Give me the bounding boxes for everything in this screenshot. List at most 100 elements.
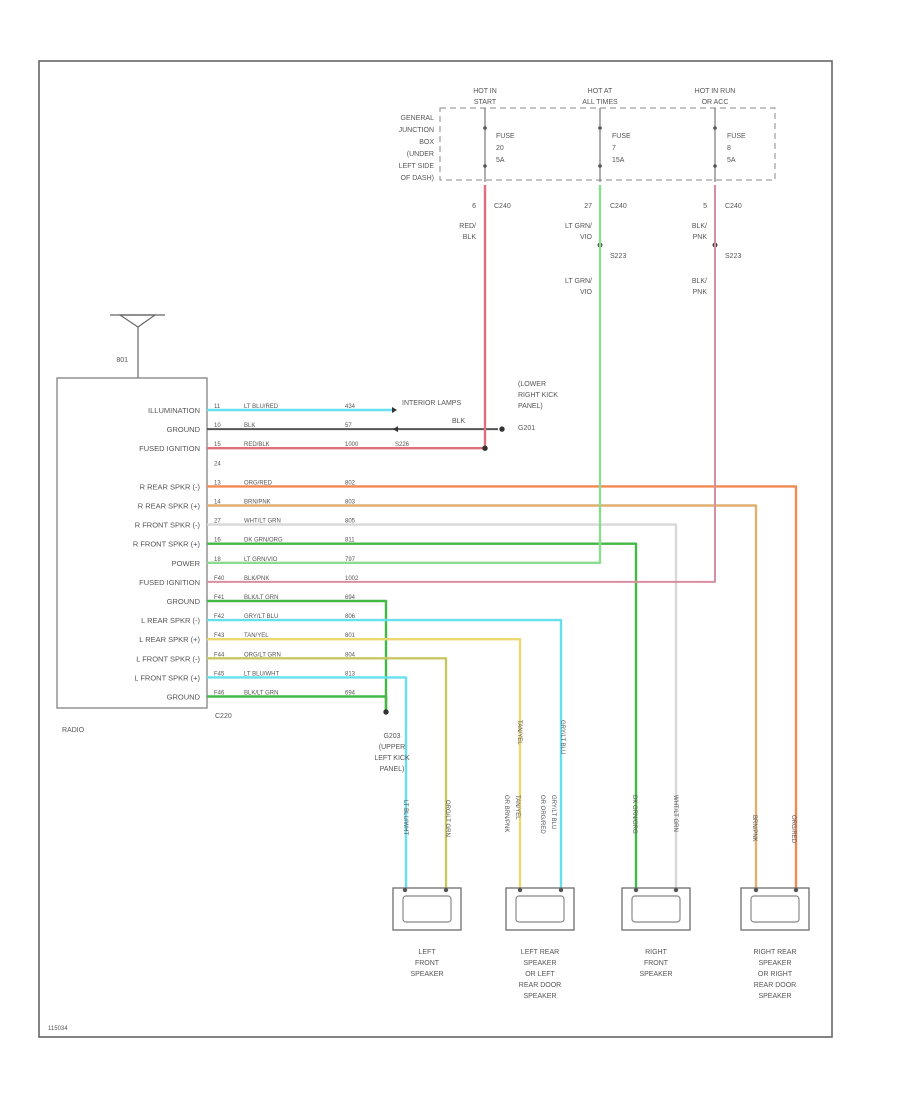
figure-id: 115034 (48, 1026, 68, 1032)
fuse-when: ALL TIMES (582, 99, 618, 106)
arrow-ground (393, 426, 398, 433)
speaker-terminal (517, 887, 523, 893)
circuit-number: 802 (345, 480, 356, 486)
fuse-when: OR ACC (702, 99, 729, 106)
pin-number: F41 (214, 595, 225, 601)
g201-line: PANEL) (518, 403, 543, 410)
wire-ground-f46 (207, 695, 388, 710)
speaker-label: REAR DOOR (519, 982, 561, 989)
interior-lamps-label: INTERIOR LAMPS (402, 400, 461, 407)
speaker-wire-label: OR BRN/PNK (503, 795, 509, 832)
circuit-number: 811 (345, 538, 355, 544)
wire-l-rear-neg (207, 618, 563, 890)
wire-color-label: BRN/PNK (244, 500, 271, 506)
antenna-circuit: 801 (116, 357, 128, 364)
splice-label: S223 (725, 253, 741, 260)
speaker-label: LEFT (418, 949, 436, 956)
splice-label: S223 (610, 253, 626, 260)
pin-function: GROUND (167, 425, 201, 434)
speaker-label: LEFT REAR (521, 949, 559, 956)
wire-color-label: BLK (244, 423, 255, 429)
fuse-hot: HOT AT (588, 88, 613, 95)
jb-line: GENERAL (401, 115, 435, 122)
jb-line: (UNDER (407, 151, 434, 158)
pin-function: ILLUMINATION (148, 406, 200, 415)
speaker-wire-label: ORG/LT GRN (444, 800, 450, 837)
speaker-terminal (558, 887, 564, 893)
wire-r-rear-neg (207, 485, 798, 890)
radio-label: RADIO (62, 727, 85, 734)
g203-line: PANEL) (380, 766, 405, 773)
g203-line: (UPPER (379, 744, 405, 751)
wire-r-rear-pos (207, 504, 758, 890)
speaker-label: SPEAKER (410, 971, 443, 978)
wire-color-label: DK GRN/ORG (244, 538, 283, 544)
fuse-pin: 27 (584, 203, 592, 210)
radio-connector: C220 (215, 713, 232, 720)
speaker-cone (515, 895, 565, 923)
speaker-label: OR LEFT (525, 971, 555, 978)
circuit-number: 434 (345, 404, 356, 410)
speaker-body (505, 887, 575, 931)
door-wire-label: GRY/LT BLU (559, 720, 565, 754)
speaker-terminal (753, 887, 759, 893)
wire-r-front-pos (207, 542, 638, 890)
g201-wire: BLK (452, 418, 466, 425)
circuit-number: 805 (345, 519, 356, 525)
pin-number: 14 (214, 500, 221, 506)
left-front-speaker: LT BLU/WHT ORG/LT GRN LEFT FRONT SPEAKER (402, 800, 450, 978)
s226-dot (482, 445, 488, 451)
circuit-number: 797 (345, 557, 356, 563)
speaker-label: REAR DOOR (754, 982, 796, 989)
wire-power (207, 185, 602, 564)
fuse-7: HOT AT ALL TIMES FUSE 7 15A 27 C240 LT G… (565, 88, 631, 296)
speaker-label: RIGHT (645, 949, 668, 956)
pin-function: POWER (172, 559, 201, 568)
speaker-wire-label: LT BLU/WHT (402, 800, 408, 835)
jb-line: BOX (419, 139, 434, 146)
wire-color-label: LT BLU/RED (244, 404, 279, 410)
wire-color: LT GRN/ (565, 278, 592, 285)
fuse-word: FUSE (727, 133, 746, 140)
pin-number: 13 (214, 480, 221, 486)
circuit-number: 801 (345, 633, 356, 639)
junction-box-label: GENERAL JUNCTION BOX (UNDER LEFT SIDE OF… (399, 115, 435, 182)
wire-color: PNK (693, 234, 708, 241)
circuit-number: 57 (345, 423, 352, 429)
speaker-label: SPEAKER (639, 971, 672, 978)
fuse-20: HOT IN START FUSE 20 5A 6 C240 RED/ BLK (459, 88, 515, 241)
wire-color: BLK/ (692, 223, 707, 230)
ground-g203: G203 (UPPER LEFT KICK PANEL) (374, 733, 410, 773)
junction-box-outline (439, 107, 776, 181)
right-rear-speaker: BRN/PNK ORG/RED RIGHT REAR SPEAKER OR RI… (751, 815, 797, 1000)
circuit-number: 694 (345, 691, 356, 697)
wire-color-label: GRY/LT BLU (244, 614, 278, 620)
speaker-label: OR RIGHT (758, 971, 793, 978)
pin-function: L REAR SPKR (+) (139, 635, 200, 644)
pin-function: R FRONT SPKR (-) (135, 521, 201, 530)
pin-function: L REAR SPKR (-) (141, 616, 200, 625)
circuit-number: 813 (345, 671, 356, 677)
wire-color: VIO (580, 289, 593, 296)
speaker-group: LT BLU/WHT ORG/LT GRN LEFT FRONT SPEAKER… (392, 795, 810, 1000)
fuse-amps: 5A (727, 157, 736, 164)
right-front-speaker: DK GRN/ORG WHT/LT GRN RIGHT FRONT SPEAKE… (631, 795, 678, 978)
wire-color-label: WHT/LT GRN (244, 519, 281, 525)
pin-function: GROUND (167, 693, 201, 702)
speaker-wire-label: DK GRN/ORG (631, 795, 637, 834)
g201-line: (LOWER (518, 381, 546, 388)
pin-number: 27 (214, 519, 221, 525)
speaker-terminal (793, 887, 799, 893)
circuit-number: 694 (345, 595, 356, 601)
circuit-number: 803 (345, 500, 356, 506)
speaker-label: SPEAKER (758, 960, 791, 967)
pin-number: 16 (214, 538, 221, 544)
antenna: 801 (110, 314, 165, 378)
jb-line: JUNCTION (399, 127, 434, 134)
arrow-interior-lamps (392, 407, 397, 413)
wire-color-label: BLK/PNK (244, 576, 269, 582)
pin-number: 10 (214, 423, 221, 429)
wire-ground-f41 (207, 599, 388, 710)
speaker-body (740, 887, 810, 931)
